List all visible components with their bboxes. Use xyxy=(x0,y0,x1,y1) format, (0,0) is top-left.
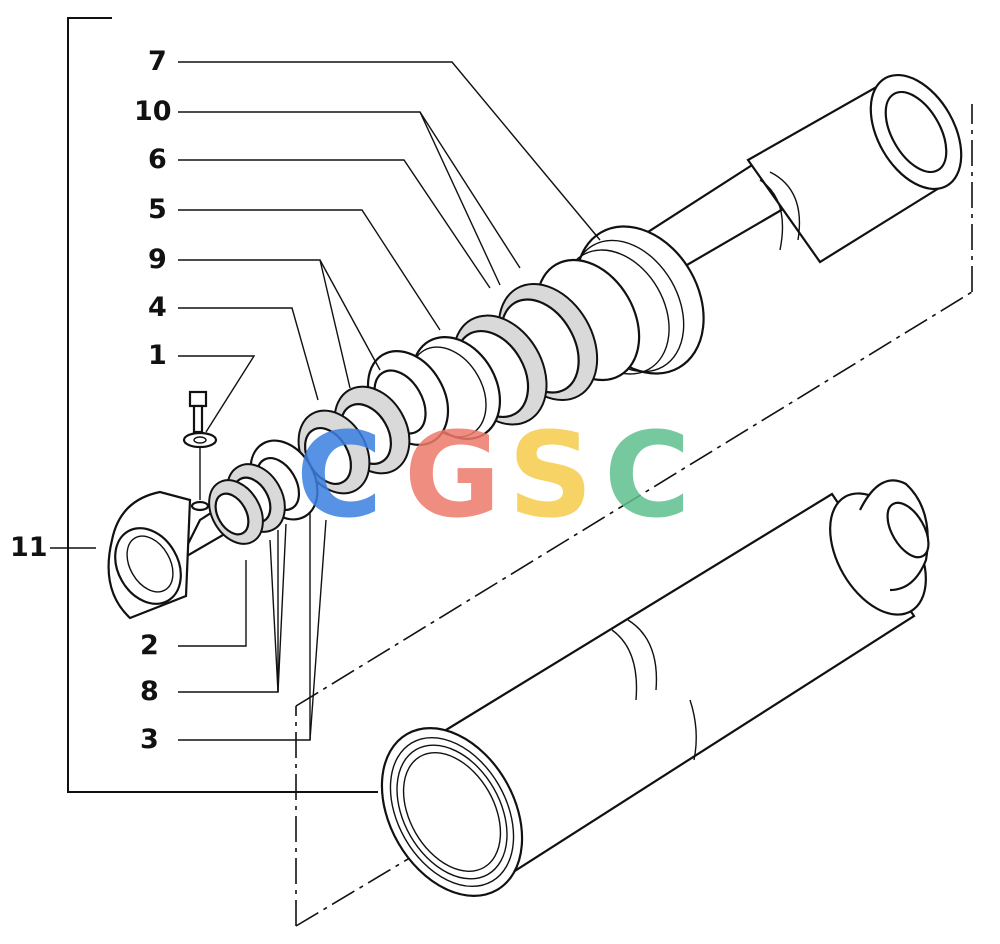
callout-5: 5 xyxy=(148,194,167,225)
callout-3: 3 xyxy=(140,724,159,755)
callout-1: 1 xyxy=(148,340,167,371)
cgsc-watermark: C G S C xyxy=(296,406,691,544)
piston-rod-assembly xyxy=(107,73,963,620)
watermark-letter-c2: C xyxy=(604,406,691,544)
callout-8: 8 xyxy=(140,676,159,707)
watermark-letter-g: G xyxy=(404,406,501,544)
watermark-letter-c1: C xyxy=(296,406,383,544)
callout-10: 10 xyxy=(134,96,172,127)
callout-11: 11 xyxy=(10,532,48,563)
bracket-frame xyxy=(67,17,378,793)
cylinder-barrel xyxy=(380,479,930,897)
leader-lines xyxy=(50,61,601,741)
callout-4: 4 xyxy=(148,292,167,323)
callout-7: 7 xyxy=(148,46,167,77)
callout-9: 9 xyxy=(148,244,167,275)
callout-2: 2 xyxy=(140,630,159,661)
watermark-letter-s: S xyxy=(508,406,593,544)
callout-6: 6 xyxy=(148,144,167,175)
